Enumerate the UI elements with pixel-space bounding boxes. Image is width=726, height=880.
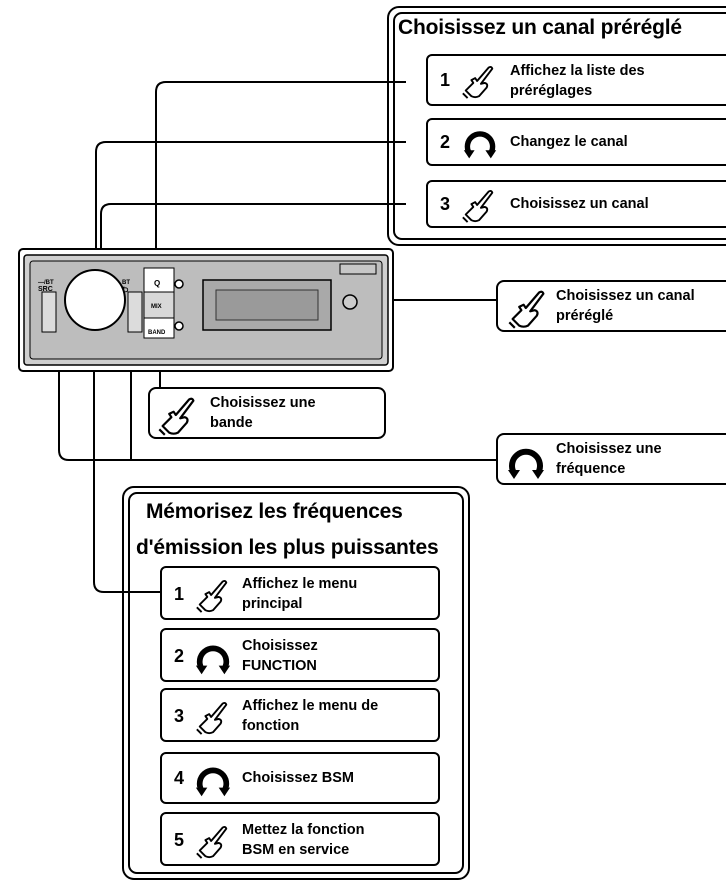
rotate-knob-icon [194, 640, 232, 678]
hand-press-icon [194, 822, 232, 860]
step-number: 2 [174, 646, 185, 666]
bsm-panel [122, 486, 470, 880]
step-number: 1 [174, 584, 185, 604]
step-text: Changez le canal [510, 134, 628, 150]
bsm-step-3: 3 Affichez le menu de fonction [160, 688, 440, 742]
callout-text: Choisissez un canal préréglé [556, 288, 695, 324]
back-label: ⮌ [122, 285, 129, 294]
hand-press-icon [506, 286, 550, 330]
step-number: 1 [440, 70, 451, 90]
rotate-knob-icon [462, 126, 498, 162]
bsm-step-5: 5 Mettez la fonction BSM en service [160, 812, 440, 866]
step-text: Affichez le menu de fonction [242, 698, 379, 734]
hand-press-icon [460, 62, 498, 100]
step-number: 3 [440, 194, 451, 214]
callout-text: Choisissez une fréquence [556, 441, 662, 477]
bsm-panel-title-line1: Mémorisez les fréquences [146, 500, 403, 523]
mix-label: MIX [151, 304, 162, 310]
src-sublabel: —/BT [38, 280, 54, 286]
band-label: BAND [148, 330, 166, 336]
hand-press-icon [460, 186, 498, 224]
hand-press-icon [156, 393, 200, 437]
step-number: 3 [174, 706, 185, 726]
callout-preset-buttons: Choisissez un canal préréglé [496, 280, 726, 332]
search-label: Q [154, 279, 160, 288]
step-text: Affichez le menu principal [242, 576, 358, 612]
bsm-step-2: 2 Choisissez FUNCTION [160, 628, 440, 682]
preset-panel [387, 6, 726, 246]
step-number: 4 [174, 768, 185, 788]
step-text: Choisissez BSM [242, 770, 354, 786]
hand-press-icon [194, 576, 232, 614]
callout-frequency: Choisissez une fréquence [496, 433, 726, 485]
callout-text: Choisissez une bande [210, 395, 316, 431]
bsm-step-4: 4 Choisissez BSM [160, 752, 440, 804]
preset-panel-title: Choisissez un canal préréglé [398, 16, 682, 39]
callout-band: Choisissez une bande [148, 387, 386, 439]
preset-step-2: 2 Changez le canal [426, 118, 726, 166]
step-text: Mettez la fonction BSM en service [242, 822, 365, 858]
step-number: 2 [440, 132, 451, 152]
step-text: Affichez la liste des préréglages [510, 63, 645, 99]
step-text: Choisissez un canal [510, 196, 649, 212]
bsm-step-1: 1 Affichez le menu principal [160, 566, 440, 620]
step-text: Choisissez FUNCTION [242, 638, 318, 674]
hand-press-icon [194, 698, 232, 736]
rotate-knob-icon [506, 443, 546, 483]
rotate-knob-icon [194, 762, 232, 800]
bsm-panel-title-line2: d'émission les plus puissantes [136, 536, 439, 559]
step-number: 5 [174, 830, 185, 850]
preset-step-1: 1 Affichez la liste des préréglages [426, 54, 726, 106]
preset-step-3: 3 Choisissez un canal [426, 180, 726, 228]
src-label: SRC [38, 286, 53, 293]
back-sublabel: BT [122, 280, 130, 286]
car-stereo-device: —/BT SRC BT ⮌ Q MIX BAND [18, 248, 394, 372]
